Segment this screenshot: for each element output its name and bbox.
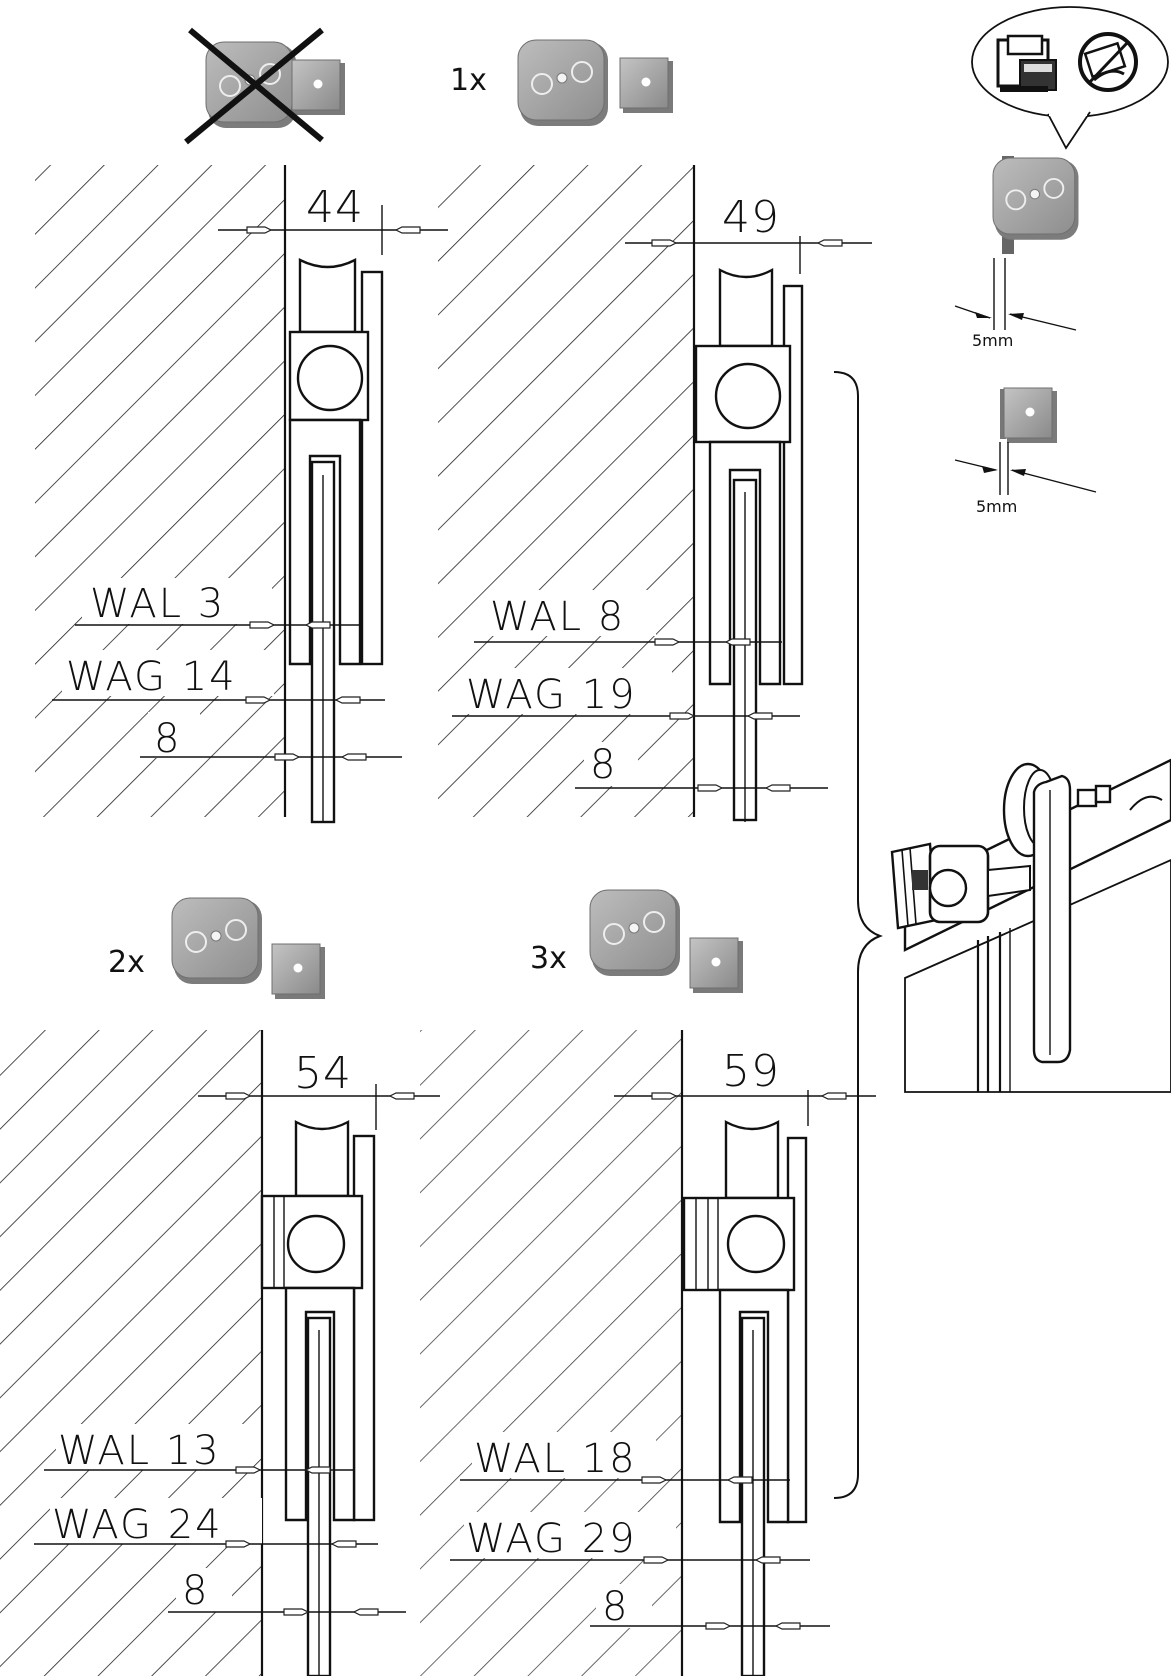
thickness-label: 5mm	[976, 497, 1017, 516]
wal-label: WAL 13	[58, 1428, 221, 1474]
option-count: 3x	[530, 941, 567, 976]
wag-label: WAG 14	[66, 654, 237, 700]
round-spacer-plate	[589, 889, 681, 977]
dimension-offset: 59	[614, 1046, 876, 1126]
section-panel-44: 44 WAL 3 WAG 14 8	[35, 165, 448, 824]
dimension-glass: 8	[590, 1584, 830, 1630]
square-spacer-thickness: 5mm	[954, 387, 1097, 516]
glass-label: 8	[154, 716, 181, 762]
wall-hatch	[420, 1030, 682, 1676]
roller-bracket	[682, 1119, 808, 1676]
grouping-brace	[833, 371, 883, 1499]
glass-label: 8	[602, 1584, 629, 1630]
section-panel-59: 3x 59 WAL 18	[420, 889, 876, 1676]
dimension-glass: 8	[168, 1568, 406, 1616]
option-count: 1x	[450, 63, 487, 98]
perspective-view	[890, 758, 1171, 1093]
option-count: 2x	[108, 945, 145, 980]
wall-hatch	[438, 165, 694, 817]
wal-label: WAL 3	[90, 581, 225, 627]
offset-value: 54	[294, 1048, 352, 1099]
dimension-offset: 54	[198, 1048, 440, 1130]
dimension-glass: 8	[575, 742, 828, 792]
round-spacer-thickness: 5mm	[954, 156, 1080, 350]
dimension-wag: WAG 29	[450, 1512, 810, 1564]
roller-bracket	[288, 258, 384, 824]
dimension-wal: WAL 8	[474, 590, 782, 646]
crossed-out-option	[184, 27, 346, 145]
round-spacer-plate	[171, 897, 263, 985]
dimension-wag: WAG 24	[34, 1498, 378, 1548]
square-spacer	[1003, 387, 1058, 444]
wal-label: WAL 8	[490, 594, 625, 640]
round-spacer-plate	[992, 157, 1080, 241]
dimension-offset: 44	[218, 182, 448, 255]
thickness-label: 5mm	[972, 331, 1013, 350]
wag-label: WAG 24	[52, 1502, 223, 1548]
cross-out-mark	[184, 27, 324, 145]
square-spacer	[291, 59, 346, 116]
roller-bracket	[260, 1119, 376, 1676]
section-panel-49: 49 WAL 8 WAG 19 8	[438, 165, 872, 822]
offset-value: 59	[722, 1046, 780, 1097]
glass-label: 8	[590, 742, 617, 788]
dimension-wag: WAG 19	[452, 668, 800, 720]
option-1x: 1x	[450, 39, 674, 127]
square-spacer	[619, 57, 674, 114]
info-bubble	[971, 6, 1169, 150]
dimension-wal: WAL 18	[460, 1432, 790, 1484]
square-spacer	[689, 937, 744, 994]
glass-label: 8	[182, 1568, 209, 1614]
roller-bracket	[694, 267, 804, 822]
dimension-offset: 49	[625, 192, 872, 274]
wall-hatch	[35, 165, 285, 817]
wal-label: WAL 18	[474, 1436, 637, 1482]
offset-value: 44	[306, 182, 364, 233]
dimension-wag: WAG 14	[52, 650, 385, 704]
dimension-wal: WAL 13	[44, 1424, 354, 1474]
cash-register-icon	[996, 34, 1057, 92]
round-spacer-plate	[517, 39, 609, 127]
dimension-wal: WAL 3	[75, 578, 360, 629]
wag-label: WAG 19	[466, 672, 637, 718]
section-panel-54: 2x 54 WAL 13	[0, 897, 440, 1676]
payment-icon	[1078, 32, 1138, 92]
wag-label: WAG 29	[466, 1516, 637, 1562]
dimension-glass: 8	[140, 712, 402, 762]
square-spacer	[271, 943, 326, 1000]
offset-value: 49	[722, 192, 780, 243]
